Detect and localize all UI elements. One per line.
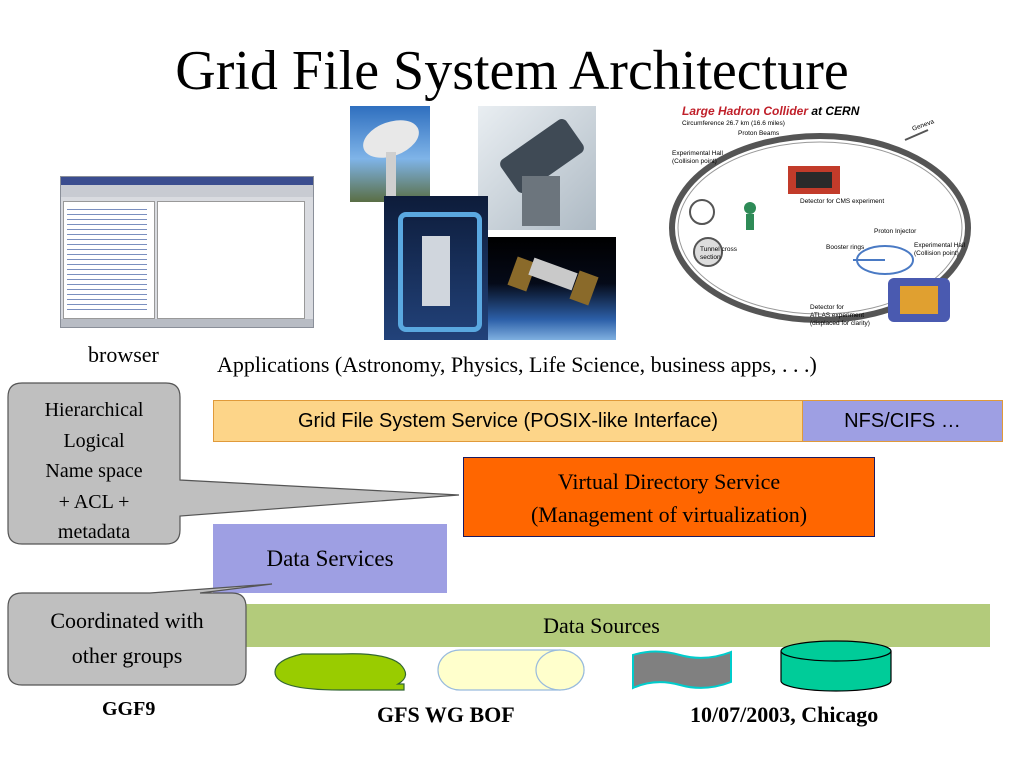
footer-left: GGF9 [102, 698, 156, 720]
vds-line-2: (Management of virtualization) [530, 502, 808, 527]
namespace-callout-line: Logical [63, 429, 125, 452]
data-source-horizontal-cylinder-symbol [437, 649, 585, 691]
browser-label: browser [88, 342, 159, 367]
lhc-title: Large Hadron Collider at CERN [682, 104, 860, 118]
data-source-database-symbol [780, 640, 892, 692]
namespace-callout-line: Hierarchical [44, 399, 144, 421]
observatory-image [384, 196, 488, 340]
vds-line-1: Virtual Directory Service [557, 469, 781, 494]
footer-right: 10/07/2003, Chicago [690, 702, 879, 727]
browser-screenshot-image [60, 176, 314, 328]
browser-toolbar [61, 185, 313, 197]
browser-titlebar [61, 177, 313, 185]
applications-label: Applications (Astronomy, Physics, Life S… [217, 352, 817, 377]
lhc-label-proton-injector: Proton Injector [874, 228, 917, 235]
namespace-callout-text: Hierarchical Logical Name space + ACL + … [8, 395, 180, 548]
data-services-box: Data Services [213, 524, 447, 593]
data-source-flag-symbol [274, 653, 407, 691]
lhc-label-hall-right: Experimental Hall(Collision point) [914, 242, 965, 257]
coordinated-callout-line: Coordinated with [50, 608, 204, 633]
lhc-label-proton-beams: Proton Beams [738, 130, 780, 137]
lhc-label-cms: Detector for CMS experiment [800, 198, 885, 205]
space-telescope-image [488, 237, 616, 340]
namespace-callout-line: metadata [57, 521, 131, 543]
coordinated-callout-line: other groups [71, 643, 183, 668]
lhc-ring-drawing [669, 129, 971, 323]
coordinated-callout-text: Coordinated with other groups [8, 603, 246, 673]
lhc-label-hall-left: Experimental Hall(Collision point) [672, 150, 723, 165]
footer-middle: GFS WG BOF [377, 702, 515, 727]
gfs-service-box: Grid File System Service (POSIX-like Int… [213, 400, 803, 442]
data-source-tape-symbol [632, 650, 732, 690]
lhc-subtitle: Circumference 26.7 km (16.6 miles) [682, 120, 785, 127]
namespace-callout-line: Name space [45, 460, 143, 482]
telescope-image [478, 106, 596, 230]
data-sources-box: Data Sources [213, 604, 990, 647]
slide-title: Grid File System Architecture [175, 40, 849, 102]
radio-telescope-image [350, 106, 430, 202]
browser-statusbar [61, 319, 313, 327]
lhc-label-booster: Booster rings [826, 244, 865, 251]
browser-content-pane [157, 201, 305, 319]
virtual-directory-service-box: Virtual Directory Service (Management of… [463, 457, 875, 537]
namespace-callout-line: + ACL + [58, 490, 130, 513]
nfs-cifs-box: NFS/CIFS … [802, 400, 1003, 442]
browser-tree-lines [67, 205, 147, 313]
lhc-diagram-image: Large Hadron Collider at CERN Circumfere… [660, 100, 980, 340]
